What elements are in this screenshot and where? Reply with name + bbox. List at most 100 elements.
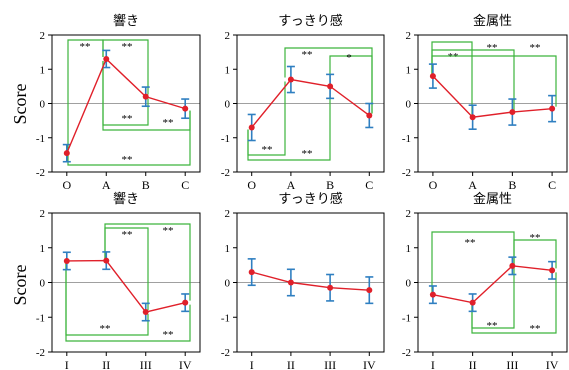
chart-title: 響き [113, 13, 139, 28]
data-point [366, 287, 373, 294]
data-point [549, 105, 556, 112]
y-tick-label: -2 [221, 167, 230, 179]
data-point [63, 257, 70, 264]
significance-label: ** [448, 51, 459, 63]
y-tick-label: 0 [225, 278, 231, 290]
significance-label: ** [163, 225, 174, 237]
significance-label: ** [122, 229, 133, 241]
data-point [549, 267, 556, 274]
y-tick-label: 0 [225, 99, 231, 111]
y-tick-label: 1 [406, 243, 412, 255]
significance-bracket [329, 55, 373, 114]
significance-label: ** [163, 329, 174, 341]
chart-title: すっきり感 [278, 191, 342, 206]
y-tick-label: -1 [36, 312, 45, 324]
data-point [509, 109, 516, 116]
y-tick-label: 1 [40, 243, 46, 255]
x-tick-label: B [326, 178, 334, 192]
data-point [429, 73, 436, 80]
x-tick-label: III [324, 358, 336, 370]
data-point [142, 309, 149, 316]
series-line [66, 259, 186, 313]
significance-label: ** [100, 323, 111, 335]
y-tick-label: -2 [36, 347, 45, 359]
y-tick-label: 2 [225, 208, 231, 220]
significance-label: ** [487, 42, 498, 54]
y-tick-label: 0 [406, 99, 412, 111]
data-point [509, 262, 516, 269]
data-point [366, 112, 373, 119]
x-tick-label: B [142, 178, 150, 192]
series-line [251, 78, 370, 128]
x-tick-label: II [287, 358, 295, 370]
significance-bracket [431, 49, 515, 111]
data-point [248, 269, 255, 276]
y-tick-label: 1 [225, 243, 231, 255]
x-tick-label: B [508, 178, 516, 192]
y-tick-label: 0 [40, 99, 46, 111]
y-tick-label: 1 [225, 64, 231, 76]
x-tick-label: I [431, 358, 435, 370]
y-tick-label: 2 [406, 208, 412, 220]
x-tick-label: A [287, 178, 296, 192]
significance-label: ** [530, 42, 541, 54]
y-tick-label: 2 [40, 208, 46, 220]
data-point [182, 105, 189, 112]
y-tick-label: -1 [36, 133, 45, 145]
x-tick-label: IV [363, 358, 376, 370]
significance-bracket [431, 55, 557, 107]
series-line [66, 57, 186, 154]
y-axis-label-bottom: Score [10, 264, 30, 305]
significance-label: ** [302, 148, 313, 160]
x-tick-label: III [140, 358, 152, 370]
significance-label: ** [122, 113, 133, 125]
data-point [103, 55, 110, 62]
x-tick-label: C [365, 178, 373, 192]
data-point [142, 93, 149, 100]
y-tick-label: 2 [225, 30, 231, 42]
x-tick-label: I [250, 358, 254, 370]
x-tick-label: O [247, 178, 256, 192]
significance-bracket [471, 272, 557, 334]
significance-bracket [102, 39, 149, 95]
y-tick-label: -1 [221, 133, 230, 145]
y-tick-label: 1 [406, 64, 412, 76]
data-point [327, 83, 334, 90]
y-tick-label: 1 [40, 64, 46, 76]
y-tick-label: 2 [40, 30, 46, 42]
significance-bracket [65, 262, 191, 342]
y-tick-label: -2 [36, 167, 45, 179]
y-tick-label: -1 [402, 312, 411, 324]
significance-label: ** [122, 41, 133, 53]
x-tick-label: A [102, 178, 111, 192]
data-point [287, 279, 294, 286]
significance-bracket [513, 239, 557, 269]
y-tick-label: -2 [402, 347, 411, 359]
data-point [182, 299, 189, 306]
significance-label: ** [80, 41, 91, 53]
significance-bracket [67, 39, 104, 152]
significance-label: ** [465, 237, 476, 249]
y-tick-label: 2 [406, 30, 412, 42]
significance-label: ** [530, 232, 541, 244]
x-tick-label: C [548, 178, 556, 192]
significance-label: ** [262, 144, 273, 156]
y-tick-label: 0 [406, 278, 412, 290]
significance-label: ** [163, 117, 174, 129]
significance-bracket [67, 110, 191, 166]
x-tick-label: II [102, 358, 110, 370]
chart-title: 響き [113, 191, 139, 206]
data-point [327, 284, 334, 291]
y-tick-label: 0 [40, 278, 46, 290]
x-tick-label: A [468, 178, 477, 192]
data-point [63, 150, 70, 157]
significance-bracket [247, 88, 331, 161]
x-tick-label: III [506, 358, 518, 370]
significance-label: ** [530, 323, 541, 335]
x-tick-label: II [469, 358, 477, 370]
x-tick-label: C [181, 178, 189, 192]
chart-title: すっきり感 [278, 13, 342, 28]
y-tick-label: -2 [402, 167, 411, 179]
significance-label: ** [122, 154, 133, 166]
